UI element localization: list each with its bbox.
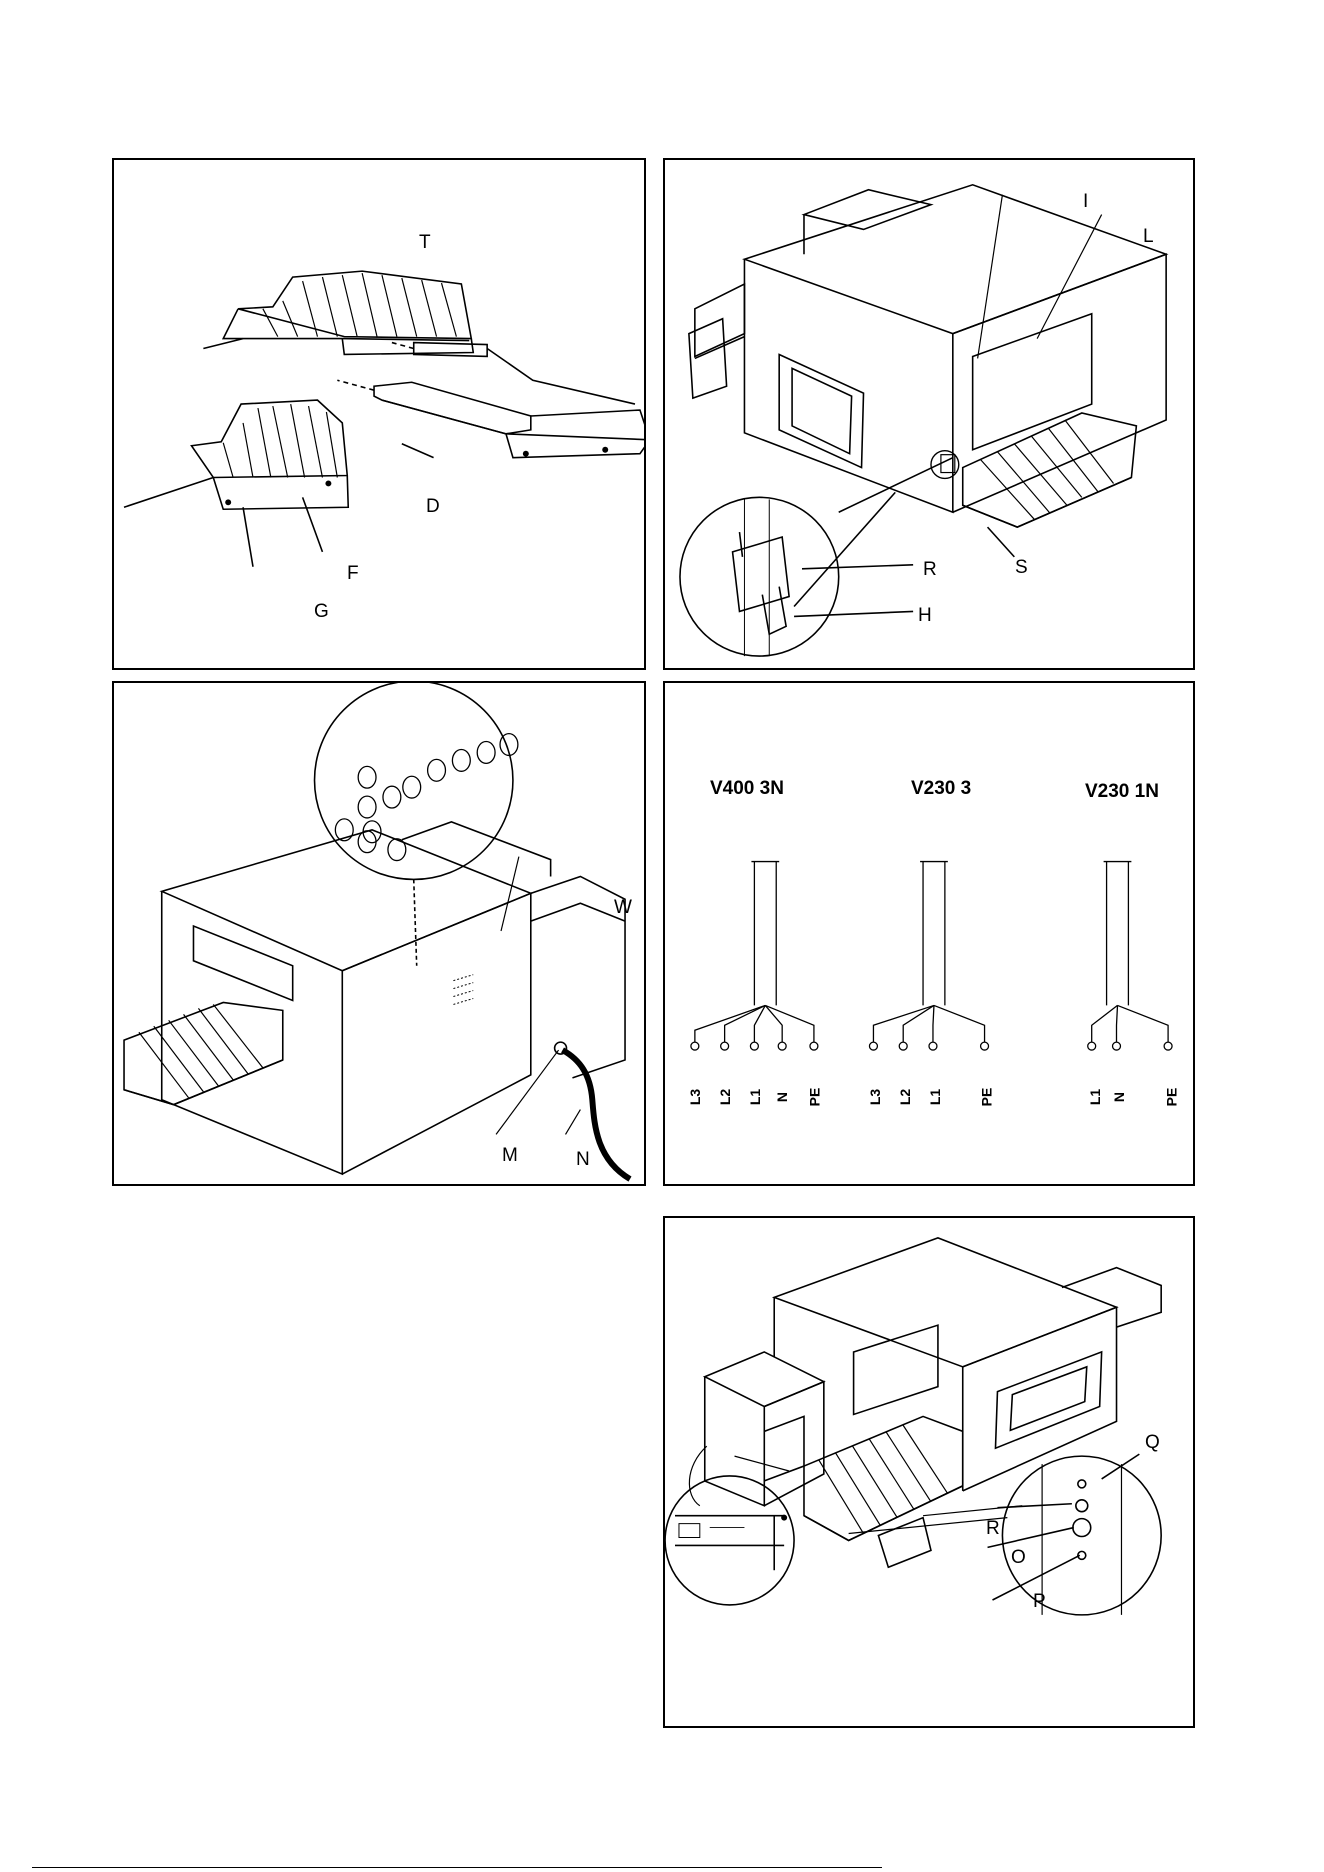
label-R: R: [923, 560, 937, 579]
terminal-PE: PE: [978, 1088, 994, 1107]
panel-power-cable: W M N: [112, 681, 646, 1186]
panel-wiring: V400 3N V230 3 V230 1N L3 L2 L1 N PE L3 …: [663, 681, 1195, 1186]
label-H: H: [918, 606, 932, 625]
label-N: N: [576, 1150, 590, 1169]
panel-controls: Q R O P: [663, 1216, 1195, 1728]
controls-drawing: [665, 1218, 1193, 1726]
label-W: W: [614, 898, 632, 917]
terminal-PE: PE: [806, 1088, 822, 1107]
label-T: T: [419, 233, 431, 252]
terminal-L3: L3: [687, 1089, 703, 1105]
terminal-N: N: [1111, 1092, 1127, 1102]
terminal-L1: L1: [1087, 1089, 1103, 1105]
terminal-L1: L1: [927, 1089, 943, 1105]
terminal-L2: L2: [717, 1089, 733, 1105]
terminal-L3: L3: [867, 1089, 883, 1105]
v230-3-title: V230 3: [911, 778, 971, 800]
door-lock-drawing: [665, 160, 1193, 668]
label-R: R: [986, 1519, 1000, 1538]
wiring-drawing: [665, 683, 1193, 1184]
label-I: I: [1083, 192, 1088, 211]
terminal-PE: PE: [1163, 1088, 1179, 1107]
label-D: D: [426, 497, 440, 516]
footer-rule: [32, 1867, 882, 1868]
label-M: M: [502, 1146, 518, 1165]
label-F: F: [347, 564, 359, 583]
panel-conveyor-extension: T D F G: [112, 158, 646, 670]
label-P: P: [1033, 1592, 1046, 1611]
terminal-N: N: [774, 1092, 790, 1102]
v400-3n-title: V400 3N: [710, 778, 784, 800]
v230-1n-title: V230 1N: [1085, 781, 1159, 803]
label-O: O: [1011, 1548, 1026, 1567]
label-L: L: [1143, 227, 1154, 246]
terminal-L2: L2: [897, 1089, 913, 1105]
terminal-L1: L1: [747, 1089, 763, 1105]
label-S: S: [1015, 558, 1028, 577]
label-G: G: [314, 602, 329, 621]
power-cable-drawing: [114, 683, 644, 1184]
label-Q: Q: [1145, 1433, 1160, 1452]
conveyor-extension-drawing: [114, 160, 644, 668]
panel-door-lock: I L R S H: [663, 158, 1195, 670]
